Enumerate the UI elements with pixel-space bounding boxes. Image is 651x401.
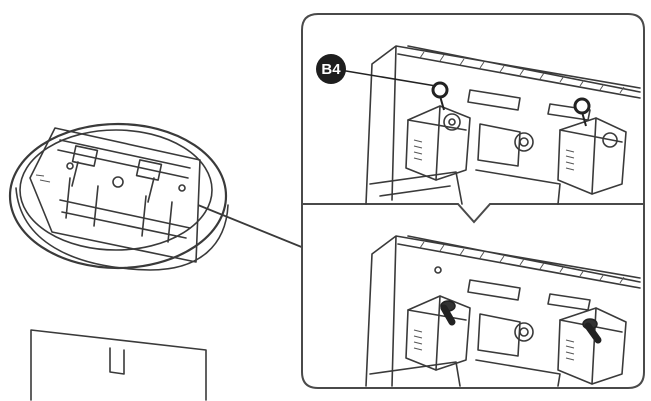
base-bracket-plate (29, 127, 201, 263)
screw-icon (582, 318, 602, 344)
screw-icon (71, 161, 155, 203)
badge-leader-line (339, 69, 437, 87)
detail-after (365, 235, 641, 387)
screw-icon (440, 300, 456, 326)
detail-before (339, 45, 641, 205)
screw-icon (431, 81, 449, 111)
stand-base-overview (8, 122, 305, 271)
step-divider-arrow (302, 203, 644, 224)
stand-neck-partial (30, 329, 207, 401)
callout-line (197, 204, 305, 249)
step-badge: B4 (316, 54, 346, 84)
screw-icon (573, 97, 591, 127)
step-badge-label: B4 (321, 61, 341, 78)
